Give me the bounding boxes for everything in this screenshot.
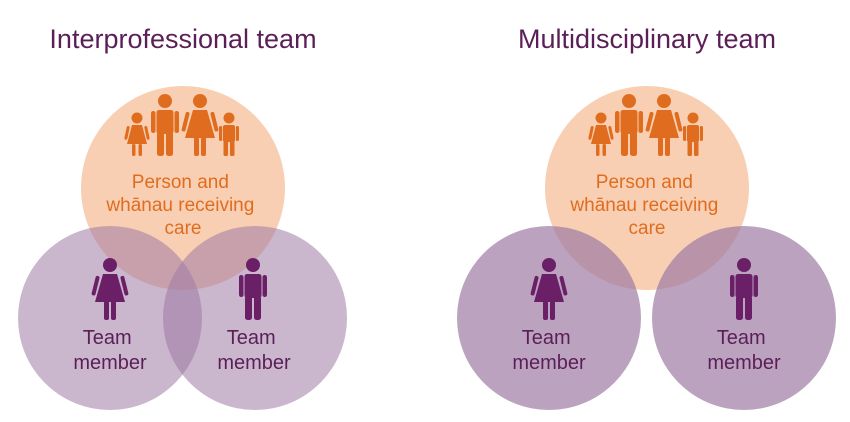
team-member-label-left: Team member: [512, 327, 586, 374]
team-member-label-left: Team member: [73, 327, 147, 374]
care-label: Person and whānau receiving care: [105, 172, 259, 239]
multidisciplinary-title: Multidisciplinary team: [518, 24, 776, 54]
interprofessional-panel: Interprofessional team Person and whānau…: [18, 24, 347, 410]
team-member-circle-left: [18, 226, 202, 410]
team-member-label-right: Team member: [707, 327, 781, 374]
team-member-circle-left: [457, 226, 641, 410]
team-member-label-right: Team member: [217, 327, 291, 374]
interprofessional-title: Interprofessional team: [49, 24, 316, 54]
multidisciplinary-panel: Multidisciplinary team Person and whānau…: [457, 24, 836, 410]
team-member-circle-right: [652, 226, 836, 410]
care-label: Person and whānau receiving care: [569, 172, 723, 239]
